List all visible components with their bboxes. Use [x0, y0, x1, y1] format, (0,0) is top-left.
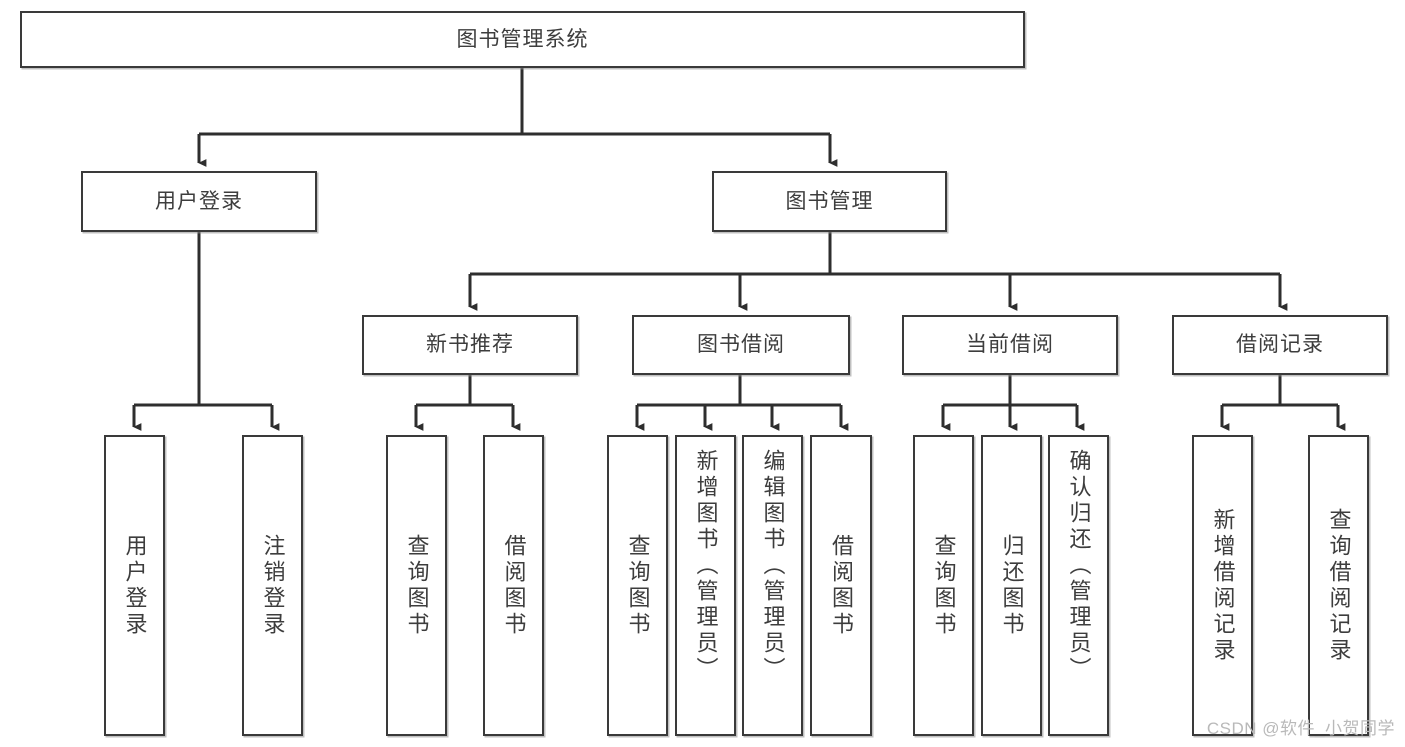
node-book-borrowing[interactable]: 图书借阅 — [632, 315, 850, 375]
node-leaf-add-book-admin[interactable]: 新增图书（管理员） — [675, 435, 736, 736]
node-label: 用户登录 — [155, 189, 243, 213]
node-leaf-user-login[interactable]: 用户登录 — [104, 435, 165, 736]
node-user-login[interactable]: 用户登录 — [81, 171, 317, 232]
node-leaf-add-borrow-record[interactable]: 新增借阅记录 — [1192, 435, 1253, 736]
node-label: 查询借阅记录 — [1326, 507, 1352, 664]
node-leaf-logout[interactable]: 注销登录 — [242, 435, 303, 736]
node-label: 借阅图书 — [501, 533, 527, 638]
node-label: 用户登录 — [122, 533, 148, 638]
node-label: 图书管理系统 — [456, 27, 589, 51]
node-label: 新书推荐 — [426, 333, 514, 357]
node-book-management-system[interactable]: 图书管理系统 — [20, 11, 1025, 68]
node-label: 图书借阅 — [697, 333, 785, 357]
node-label: 注销登录 — [260, 533, 286, 638]
node-label: 归还图书 — [999, 533, 1025, 638]
node-leaf-borrow-books[interactable]: 借阅图书 — [810, 435, 872, 736]
node-leaf-query-books-current[interactable]: 查询图书 — [913, 435, 974, 736]
node-leaf-edit-book-admin[interactable]: 编辑图书（管理员） — [742, 435, 803, 736]
node-current-borrowing[interactable]: 当前借阅 — [902, 315, 1118, 375]
node-label: 借阅图书 — [829, 533, 854, 638]
csdn-watermark: CSDN @软件_小贺同学 — [1206, 719, 1395, 738]
node-label: 新增图书（管理员） — [693, 449, 719, 683]
node-leaf-query-books-rec[interactable]: 查询图书 — [386, 435, 447, 736]
node-leaf-borrow-books-rec[interactable]: 借阅图书 — [483, 435, 544, 736]
node-leaf-query-books-borrow[interactable]: 查询图书 — [607, 435, 668, 736]
node-label: 新增借阅记录 — [1210, 507, 1236, 664]
node-new-book-recommendation[interactable]: 新书推荐 — [362, 315, 578, 375]
node-label: 查询图书 — [625, 533, 651, 638]
node-leaf-confirm-return-admin[interactable]: 确认归还（管理员） — [1048, 435, 1109, 736]
node-label: 查询图书 — [931, 533, 957, 638]
node-label: 编辑图书（管理员） — [760, 449, 786, 683]
node-book-management[interactable]: 图书管理 — [712, 171, 947, 232]
node-borrow-records[interactable]: 借阅记录 — [1172, 315, 1388, 375]
node-label: 当前借阅 — [966, 333, 1054, 357]
node-label: 确认归还（管理员） — [1066, 449, 1092, 683]
node-leaf-query-borrow-record[interactable]: 查询借阅记录 — [1308, 435, 1369, 736]
node-label: 图书管理 — [785, 189, 874, 213]
node-label: 查询图书 — [404, 533, 430, 638]
node-leaf-return-books[interactable]: 归还图书 — [981, 435, 1042, 736]
node-label: 借阅记录 — [1236, 333, 1324, 357]
